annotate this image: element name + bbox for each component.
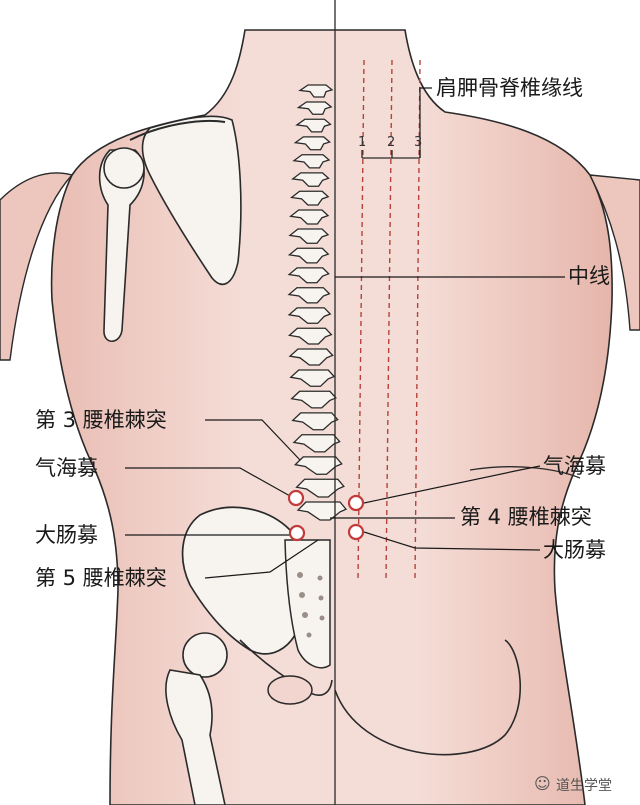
vertebra [292,434,341,453]
acupoint-dachangshu-right [347,523,365,541]
vertebra [291,412,339,431]
acupoint-dachangshu-left [288,524,306,542]
left-arm [0,172,74,361]
guide-line-3 [414,59,421,581]
label-midline: 中线 [568,264,610,288]
vertebra [293,136,331,151]
line-number-bracket [361,150,421,159]
spine-vertebrae [287,84,348,521]
acupoint-qihaishu-left [287,489,305,507]
scapula-spine [129,119,226,141]
vertebra [287,267,330,284]
humeral-head [103,147,145,189]
vertebra [295,478,345,498]
vertebra [291,172,330,187]
vertebra [289,209,330,225]
watermark-icon: ☺ [534,774,551,793]
buttock-curve [334,639,522,756]
label-qihaishu-left: 气海募 [35,456,98,480]
acupoints [287,489,365,542]
acupoint-qihaishu-right [347,494,365,512]
vertebra [296,101,333,115]
label-dachangshu-left: 大肠募 [35,523,98,547]
guide-line-2 [385,59,393,581]
label-l5-spinous-process: 第 5 腰椎棘突 [35,566,167,590]
watermark-text: 道生学堂 [556,778,612,794]
vertebra [290,390,337,409]
femur-bone [165,669,226,805]
vertebra [298,84,334,98]
label-scapula-spine-line: 肩胛骨脊椎缘线 [436,76,583,100]
sacral-foramina [297,572,325,638]
pelvis-ilium [181,506,307,655]
guide-number-3: 3 [414,135,423,150]
guide-number-2: 2 [387,135,396,150]
leader-lines [125,87,565,579]
vertebra [288,228,330,244]
vertebra [289,190,330,206]
vertebra [292,154,331,169]
vertebra [295,118,332,133]
label-dachangshu-right: 大肠募 [543,538,606,562]
femoral-head [182,632,228,678]
vertebra [287,327,333,345]
label-l3-spinous-process: 第 3 腰椎棘突 [35,408,167,432]
vertebra [296,501,348,521]
obturator-foramen [267,675,313,705]
label-l4-spinous-process: 第 4 腰椎棘突 [460,505,592,529]
scapula-bone [141,115,242,286]
label-qihaishu-right: 气海募 [543,454,606,478]
vertebra [287,247,330,264]
right-arm-stub [588,174,640,331]
vertebra [293,456,343,475]
guide-line-1 [357,59,365,581]
vertebra [287,287,331,304]
sacrum [284,539,331,669]
waist-fold [469,466,581,479]
vertebra [288,348,334,366]
vertebra [287,307,332,324]
vertebra [289,369,336,387]
guide-number-1: 1 [358,135,367,150]
